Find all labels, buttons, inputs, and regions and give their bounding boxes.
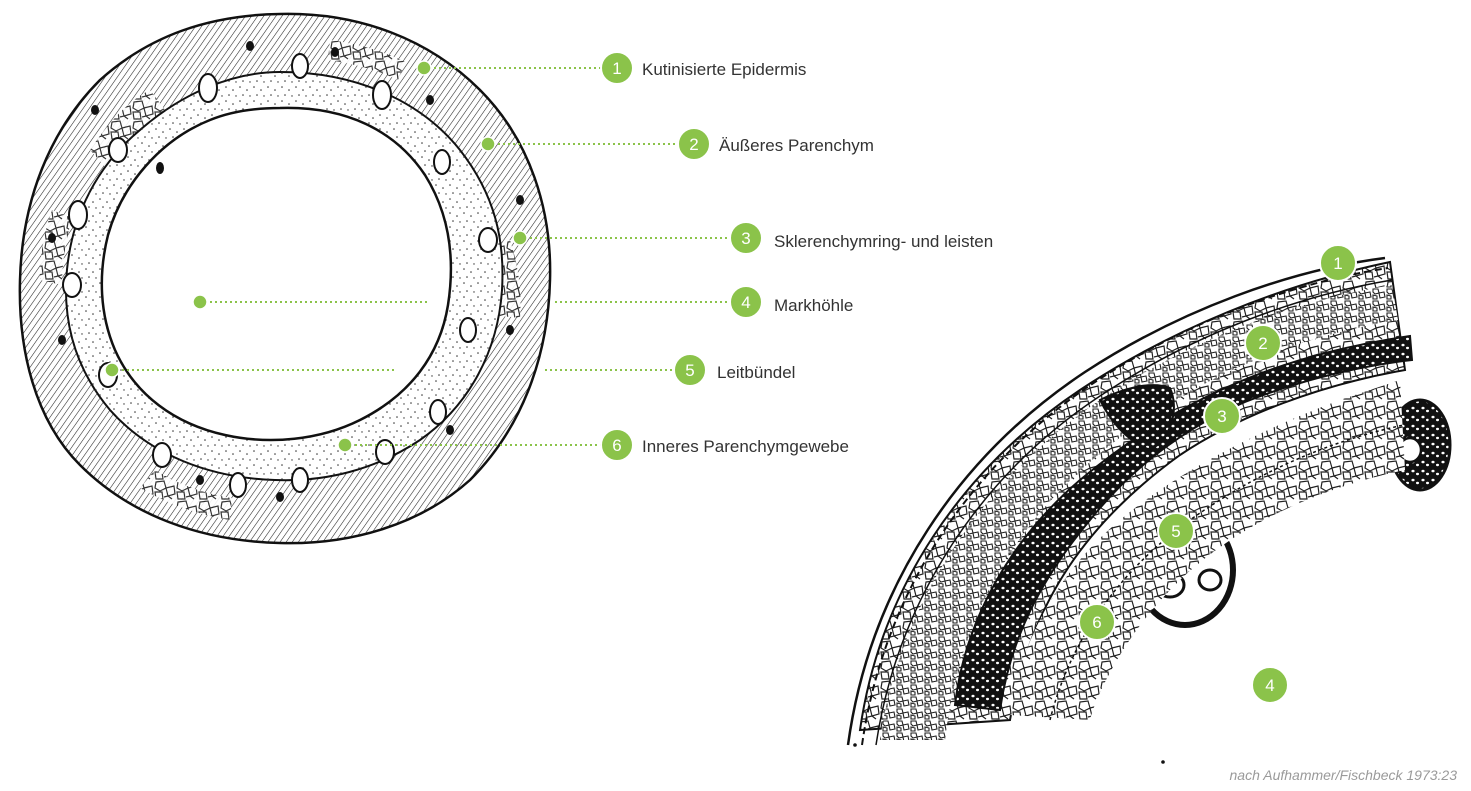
detail-marker-2: 2 (1245, 325, 1281, 361)
legend-label-4: 4 Markhöhle (730, 286, 853, 318)
label-text: Markhöhle (774, 296, 853, 315)
detail-cross-section (848, 258, 1450, 764)
svg-text:3: 3 (1217, 407, 1226, 426)
pith-cavity (102, 108, 451, 440)
detail-marker-3: 3 (1204, 398, 1240, 434)
legend-label-1: 1 Kutinisierte Epidermis (601, 52, 806, 84)
badge-number: 6 (612, 436, 621, 455)
round-cross-section (20, 14, 550, 543)
svg-text:1: 1 (1333, 254, 1342, 273)
badge-number: 5 (685, 361, 694, 380)
legend-label-3: 3 Sklerenchymring- und leisten (730, 222, 993, 254)
legend-label-6: 6 Inneres Parenchymgewebe (601, 429, 849, 461)
label-text: Kutinisierte Epidermis (642, 60, 806, 79)
source-credit: nach Aufhammer/Fischbeck 1973:23 (1230, 767, 1458, 783)
detail-marker-6: 6 (1079, 604, 1115, 640)
legend-label-5: 5 Leitbündel (674, 354, 795, 386)
badge-number: 2 (689, 135, 698, 154)
legend-label-2: 2 Äußeres Parenchym (678, 128, 874, 160)
label-text: Inneres Parenchymgewebe (642, 437, 849, 456)
badge-number: 3 (741, 229, 750, 248)
svg-text:2: 2 (1258, 334, 1267, 353)
svg-text:5: 5 (1171, 522, 1180, 541)
label-text: Äußeres Parenchym (719, 136, 874, 155)
badge-number: 4 (741, 293, 750, 312)
label-text: Leitbündel (717, 363, 795, 382)
svg-text:6: 6 (1092, 613, 1101, 632)
detail-marker-1: 1 (1320, 245, 1356, 281)
label-text: Sklerenchymring- und leisten (774, 232, 993, 251)
detail-marker-5: 5 (1158, 513, 1194, 549)
svg-text:4: 4 (1265, 676, 1274, 695)
badge-number: 1 (612, 59, 621, 78)
detail-marker-4: 4 (1252, 667, 1288, 703)
